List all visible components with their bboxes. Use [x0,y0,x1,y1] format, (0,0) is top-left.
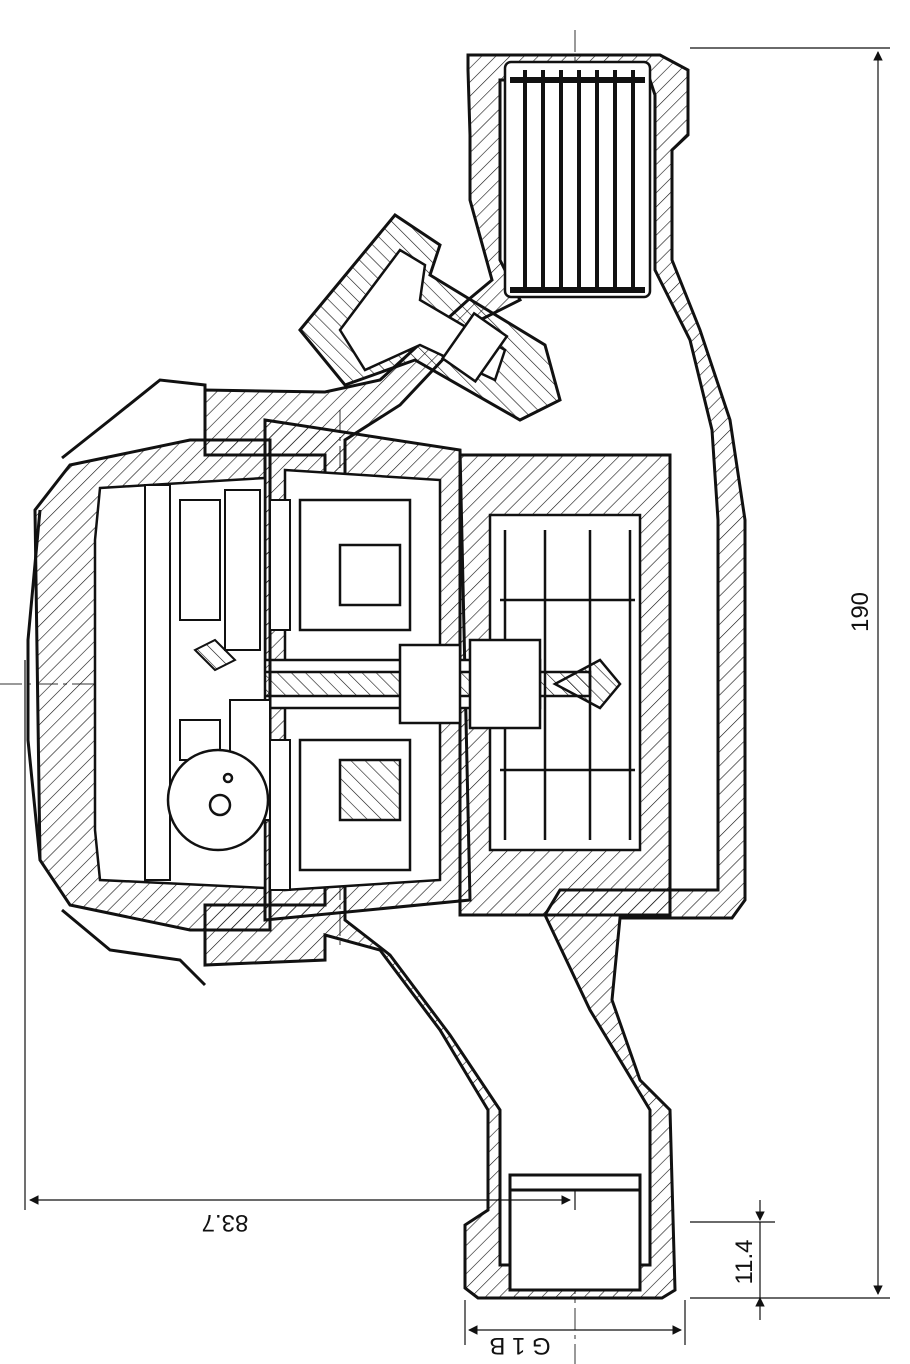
vent-valve-body [338,248,509,384]
electronics-board [144,484,291,891]
inlet-strainer [503,60,652,299]
controller-outer-cover [26,378,207,987]
dim-overall-length: 190 [847,592,874,632]
dim-thread-length: 11.4 [731,1240,758,1285]
dim-motor-depth: 83.7 [202,1209,249,1236]
dim-thread-spec: G 1 B [489,1332,550,1359]
outlet-bore [508,1173,642,1292]
capacitor [166,748,270,852]
dimension-lines [24,47,890,1345]
